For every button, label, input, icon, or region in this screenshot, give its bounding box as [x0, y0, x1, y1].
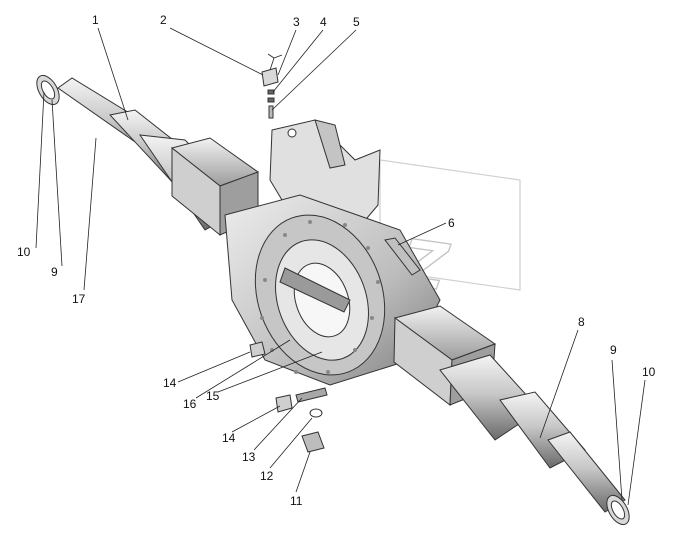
- callout-3: 3: [293, 15, 300, 29]
- callout-9-left: 9: [51, 265, 58, 279]
- callout-8: 8: [578, 315, 585, 329]
- right-axle-tube: [439, 354, 630, 526]
- flange-bolt-holes: [260, 220, 380, 374]
- callout-5: 5: [353, 15, 360, 29]
- callout-14-upper: 14: [163, 376, 177, 390]
- callout-9-right: 9: [610, 343, 617, 357]
- callout-10-right: 10: [642, 365, 656, 379]
- callout-4: 4: [320, 15, 327, 29]
- callout-15: 15: [206, 389, 220, 403]
- callout-17: 17: [72, 292, 86, 306]
- callout-13: 13: [242, 450, 256, 464]
- inner-shaft-spline: [279, 267, 351, 313]
- callout-labels: 1 2 3 4 5 6 8 9 9 10 10 11 12 13 14 14 1…: [17, 13, 656, 508]
- callout-6: 6: [448, 216, 455, 230]
- callout-2: 2: [160, 13, 167, 27]
- callout-10-left: 10: [17, 245, 31, 259]
- callout-12: 12: [260, 469, 274, 483]
- differential-housing: [224, 194, 441, 386]
- drain-plug-parts: [249, 341, 328, 453]
- callout-16: 16: [183, 397, 197, 411]
- callout-1: 1: [92, 13, 99, 27]
- callout-11: 11: [290, 494, 303, 508]
- callout-14-lower: 14: [222, 431, 236, 445]
- breather-assembly: [261, 53, 283, 119]
- leader-lines: [35, 27, 646, 506]
- side-bolt: [384, 237, 421, 276]
